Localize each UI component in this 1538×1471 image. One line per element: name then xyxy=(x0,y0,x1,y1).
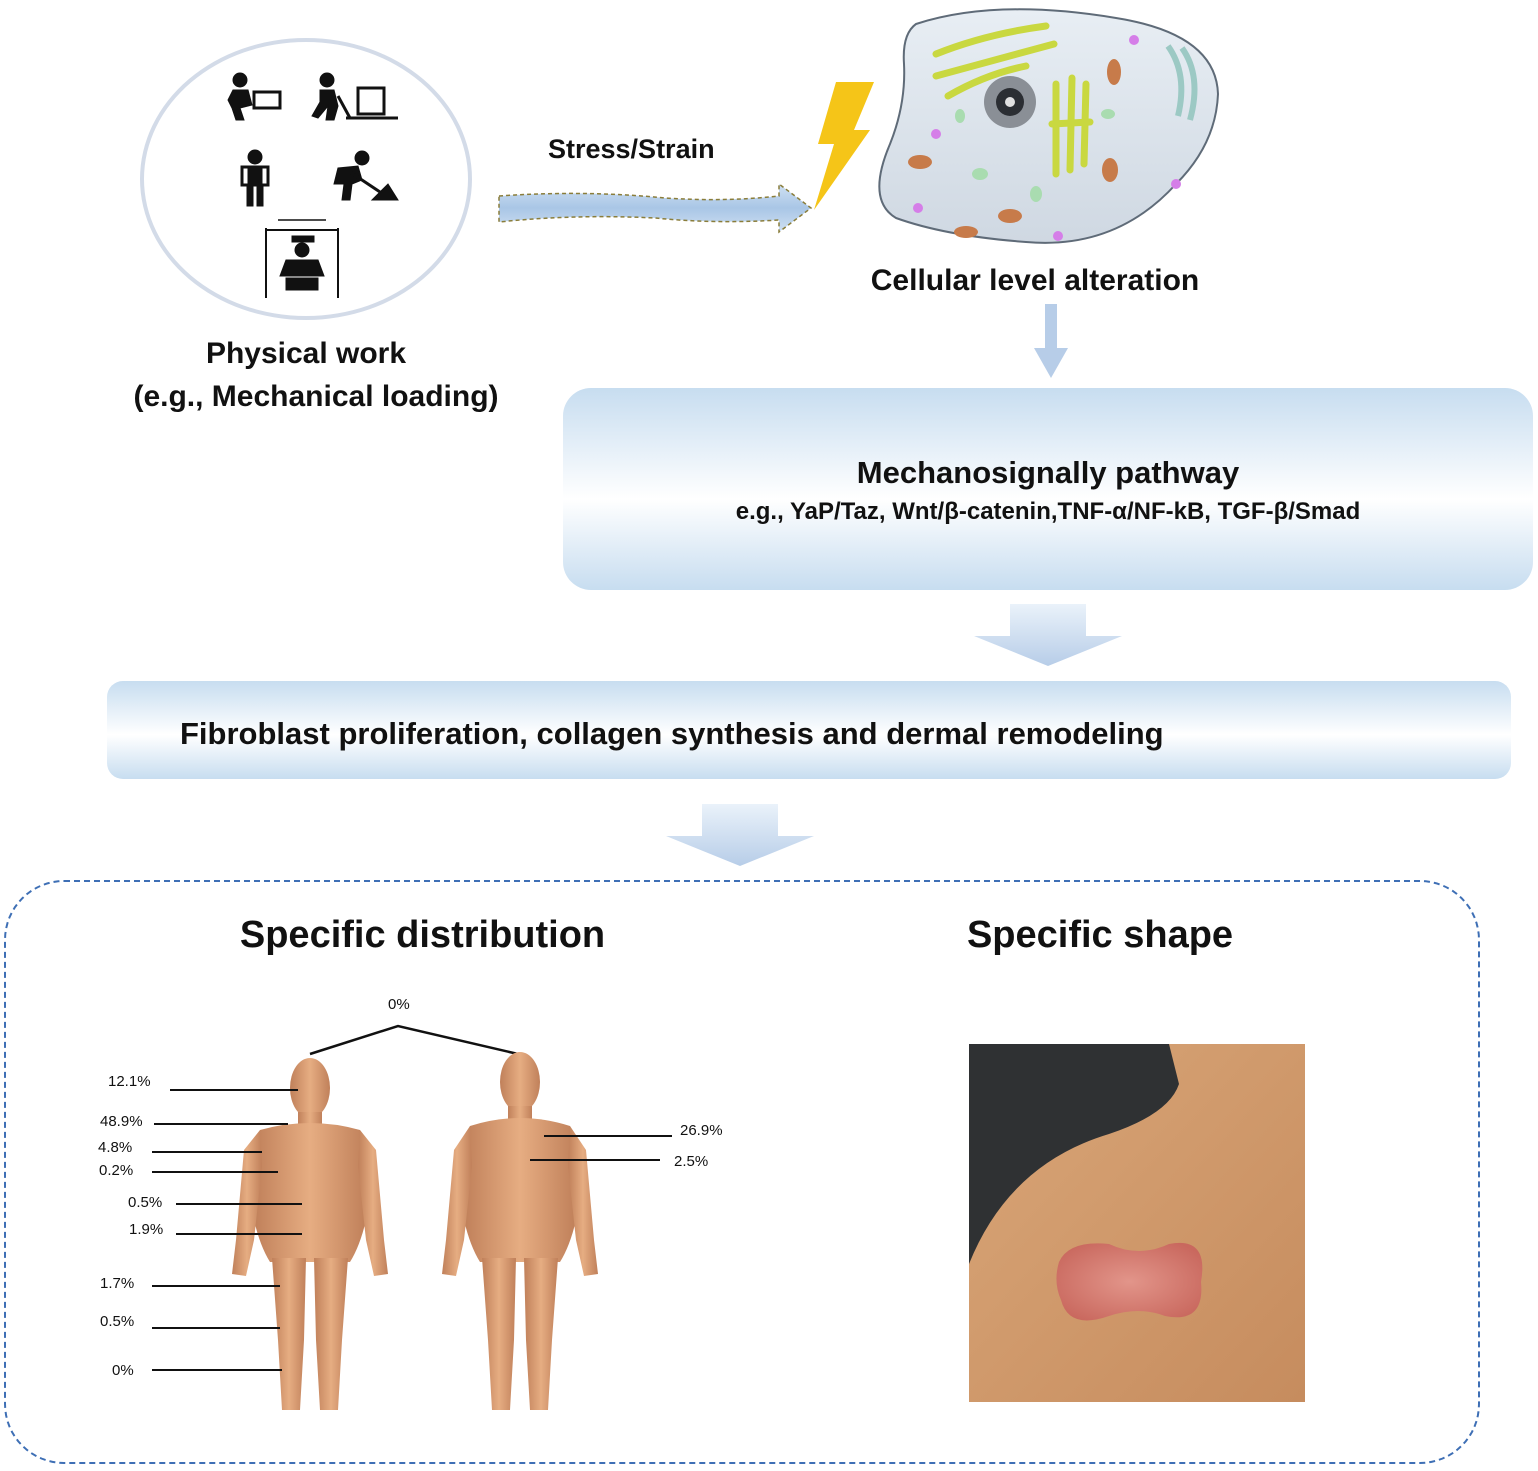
arrow-to-pathway xyxy=(1034,304,1068,378)
outcome-box xyxy=(107,681,1511,779)
pathway-examples: e.g., YaP/Taz, Wnt/β-catenin,TNF-α/NF-kB… xyxy=(735,498,1361,525)
label-front-4: 0.2% xyxy=(99,1162,134,1179)
scar-mark xyxy=(1056,1242,1203,1321)
ribosome-clusters xyxy=(955,109,1115,202)
label-front-2: 48.9% xyxy=(100,1113,143,1130)
golgi-apparatus xyxy=(932,22,1094,178)
label-back-1: 26.9% xyxy=(680,1122,723,1139)
label-front-9: 0% xyxy=(112,1362,134,1379)
scar-photo xyxy=(969,1044,1305,1402)
label-front-3: 4.8% xyxy=(98,1139,133,1156)
front-leader-lines xyxy=(152,1089,302,1371)
pathway-title: Mechanosignally pathway xyxy=(856,455,1240,490)
back-body xyxy=(442,1052,598,1410)
label-front-6: 1.9% xyxy=(129,1221,164,1238)
cell-nucleus xyxy=(984,76,1036,128)
physical-work-title: Physical work xyxy=(205,337,407,370)
physical-work-subtitle: (e.g., Mechanical loading) xyxy=(133,380,499,413)
pathway-box xyxy=(563,388,1533,590)
mitochondrion-large xyxy=(1165,44,1198,121)
physical-work-circle xyxy=(140,38,472,320)
label-front-8: 0.5% xyxy=(100,1313,135,1330)
label-back-2: 2.5% xyxy=(674,1153,709,1170)
shoveling-worker-icon xyxy=(333,150,399,201)
label-front-5: 0.5% xyxy=(128,1194,163,1211)
vesicles xyxy=(913,35,1181,241)
label-top: 0% xyxy=(388,996,410,1013)
back-leader-lines xyxy=(530,1135,672,1161)
label-front-1: 12.1% xyxy=(108,1073,151,1090)
distribution-title: Specific distribution xyxy=(239,914,606,956)
stress-strain-label: Stress/Strain xyxy=(548,134,715,164)
arrow-to-results xyxy=(666,804,814,866)
lightning-bolt-icon xyxy=(814,82,874,210)
outcome-text: Fibroblast proliferation, collagen synth… xyxy=(180,716,1164,751)
cell-label: Cellular level alteration xyxy=(870,264,1200,297)
cell-illustration xyxy=(878,8,1220,244)
arrow-to-outcome xyxy=(974,604,1122,666)
body-distribution-figure xyxy=(152,1024,672,1410)
machine-operator-icon xyxy=(265,219,339,298)
worker-icons xyxy=(227,72,399,298)
front-body xyxy=(232,1058,388,1410)
stress-arrow xyxy=(498,182,813,234)
pushing-cart-icon xyxy=(311,72,398,121)
label-front-7: 1.7% xyxy=(100,1275,135,1292)
results-panel xyxy=(4,880,1480,1464)
carrying-box-icon xyxy=(227,72,282,121)
standing-worker-icon xyxy=(240,149,270,207)
mitochondria xyxy=(908,59,1121,238)
shape-title: Specific shape xyxy=(966,914,1234,956)
